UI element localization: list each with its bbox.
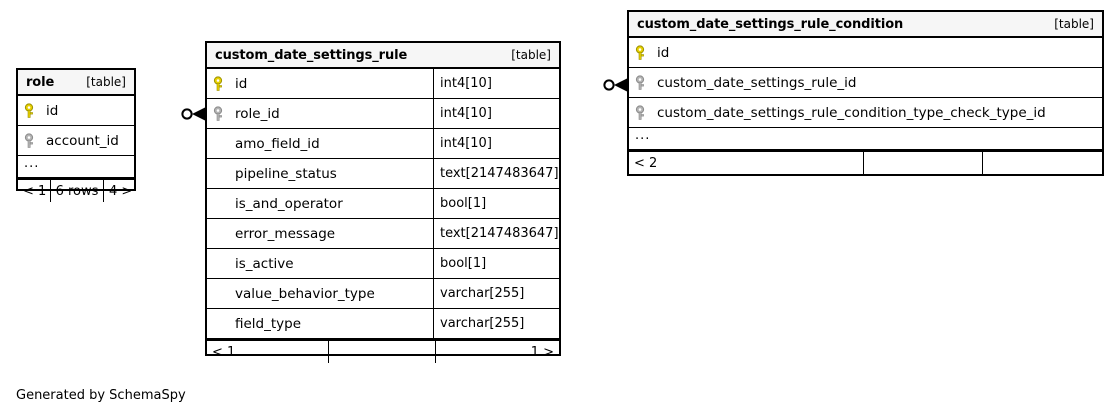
table-role[interactable]: role [table] id (16, 68, 136, 202)
table-row[interactable]: id int4[10] (207, 69, 559, 99)
ellipsis-label: ... (24, 156, 40, 171)
column-name: account_id (46, 132, 119, 149)
column-cell: ... (18, 156, 134, 177)
column-name: value_behavior_type (235, 285, 375, 302)
column-cell: id (207, 69, 433, 98)
column-name: custom_date_settings_rule_id (657, 74, 857, 91)
prev-page-button[interactable]: < 2 (634, 155, 658, 171)
table-row[interactable]: amo_field_id int4[10] (207, 129, 559, 159)
column-name: id (657, 44, 670, 61)
table-role-type-tag: [table] (86, 75, 126, 89)
table-row[interactable]: custom_date_settings_rule_id (629, 68, 1102, 98)
column-name: field_type (235, 315, 302, 332)
column-cell: is_active (207, 249, 433, 278)
next-page-button[interactable]: 1 > (435, 341, 559, 363)
column-type: varchar[255] (433, 309, 559, 338)
prev-page-button[interactable]: < 1 (23, 183, 47, 199)
table-row[interactable]: role_id int4[10] (207, 99, 559, 129)
relationship-connector-custom-date-settings-rule-id (603, 76, 627, 94)
column-type: int4[10] (433, 69, 559, 98)
table-row[interactable]: account_id (18, 126, 134, 156)
no-key-spacer (213, 136, 227, 152)
primary-key-icon (635, 44, 649, 61)
no-key-spacer (213, 286, 227, 302)
column-name: error_message (235, 225, 336, 242)
column-cell: role_id (207, 99, 433, 128)
more-columns-row: ... (18, 156, 134, 178)
column-name: id (235, 75, 248, 92)
column-name: is_active (235, 255, 294, 272)
column-cell: amo_field_id (207, 129, 433, 158)
column-cell: custom_date_settings_rule_condition_type… (629, 98, 1102, 127)
ellipsis-label: ... (635, 128, 651, 143)
relationship-connector-role-id (181, 105, 205, 123)
column-cell: value_behavior_type (207, 279, 433, 308)
more-columns-row: ... (629, 128, 1102, 150)
table-custom-date-settings-rule-header: custom_date_settings_rule [table] (207, 43, 559, 69)
foreign-key-icon (24, 132, 38, 149)
primary-key-icon (213, 75, 227, 92)
table-row[interactable]: error_message text[2147483647] (207, 219, 559, 249)
table-custom-date-settings-rule-condition[interactable]: custom_date_settings_rule_condition [tab… (627, 10, 1104, 176)
table-custom-date-settings-rule-condition-header: custom_date_settings_rule_condition [tab… (629, 12, 1102, 38)
column-cell: is_and_operator (207, 189, 433, 218)
column-cell: custom_date_settings_rule_id (629, 68, 1102, 97)
column-name: role_id (235, 105, 280, 122)
table-row[interactable]: id (18, 96, 134, 126)
column-cell: ... (629, 128, 1102, 149)
table-custom-date-settings-rule-footer: < 1 1 > (207, 339, 559, 363)
no-key-spacer (213, 196, 227, 212)
table-row[interactable]: value_behavior_type varchar[255] (207, 279, 559, 309)
column-cell: id (18, 96, 134, 125)
table-custom-date-settings-rule-title: custom_date_settings_rule (215, 47, 408, 63)
column-name: custom_date_settings_rule_condition_type… (657, 104, 1046, 121)
column-name: amo_field_id (235, 135, 320, 152)
table-row[interactable]: pipeline_status text[2147483647] (207, 159, 559, 189)
column-cell: error_message (207, 219, 433, 248)
column-type: text[2147483647] (433, 159, 559, 188)
table-role-header: role [table] (18, 70, 134, 96)
next-page-button[interactable] (982, 152, 1102, 174)
column-cell: id (629, 38, 1102, 67)
table-role-footer: < 1 6 rows 4 > (18, 178, 134, 202)
column-type: int4[10] (433, 99, 559, 128)
column-type: varchar[255] (433, 279, 559, 308)
table-custom-date-settings-rule-condition-footer: < 2 (629, 150, 1102, 174)
table-custom-date-settings-rule-condition-type-tag: [table] (1054, 17, 1094, 31)
table-row[interactable]: field_type varchar[255] (207, 309, 559, 339)
row-count-label (328, 341, 435, 363)
foreign-key-icon (635, 74, 649, 91)
column-type: bool[1] (433, 249, 559, 278)
column-type: bool[1] (433, 189, 559, 218)
column-name: pipeline_status (235, 165, 337, 182)
no-key-spacer (213, 226, 227, 242)
table-role-title: role (26, 74, 55, 90)
table-row[interactable]: is_and_operator bool[1] (207, 189, 559, 219)
column-cell: account_id (18, 126, 134, 155)
no-key-spacer (213, 166, 227, 182)
column-type: text[2147483647] (433, 219, 559, 248)
table-custom-date-settings-rule-condition-title: custom_date_settings_rule_condition (637, 16, 904, 32)
column-type: int4[10] (433, 129, 559, 158)
row-count-label (863, 152, 982, 174)
primary-key-icon (24, 102, 38, 119)
row-count-label: 6 rows (50, 180, 103, 202)
foreign-key-icon (213, 105, 227, 122)
foreign-key-icon (635, 104, 649, 121)
no-key-spacer (213, 316, 227, 332)
next-page-button[interactable]: 4 > (103, 180, 137, 202)
table-custom-date-settings-rule-type-tag: [table] (511, 48, 551, 62)
table-row[interactable]: id (629, 38, 1102, 68)
column-name: id (46, 102, 59, 119)
column-cell: pipeline_status (207, 159, 433, 188)
generated-by-caption: Generated by SchemaSpy (16, 388, 186, 403)
prev-page-button[interactable]: < 1 (212, 344, 236, 360)
table-row[interactable]: custom_date_settings_rule_condition_type… (629, 98, 1102, 128)
column-cell: field_type (207, 309, 433, 338)
table-custom-date-settings-rule[interactable]: custom_date_settings_rule [table] id int… (205, 41, 561, 363)
no-key-spacer (213, 256, 227, 272)
column-name: is_and_operator (235, 195, 343, 212)
table-row[interactable]: is_active bool[1] (207, 249, 559, 279)
